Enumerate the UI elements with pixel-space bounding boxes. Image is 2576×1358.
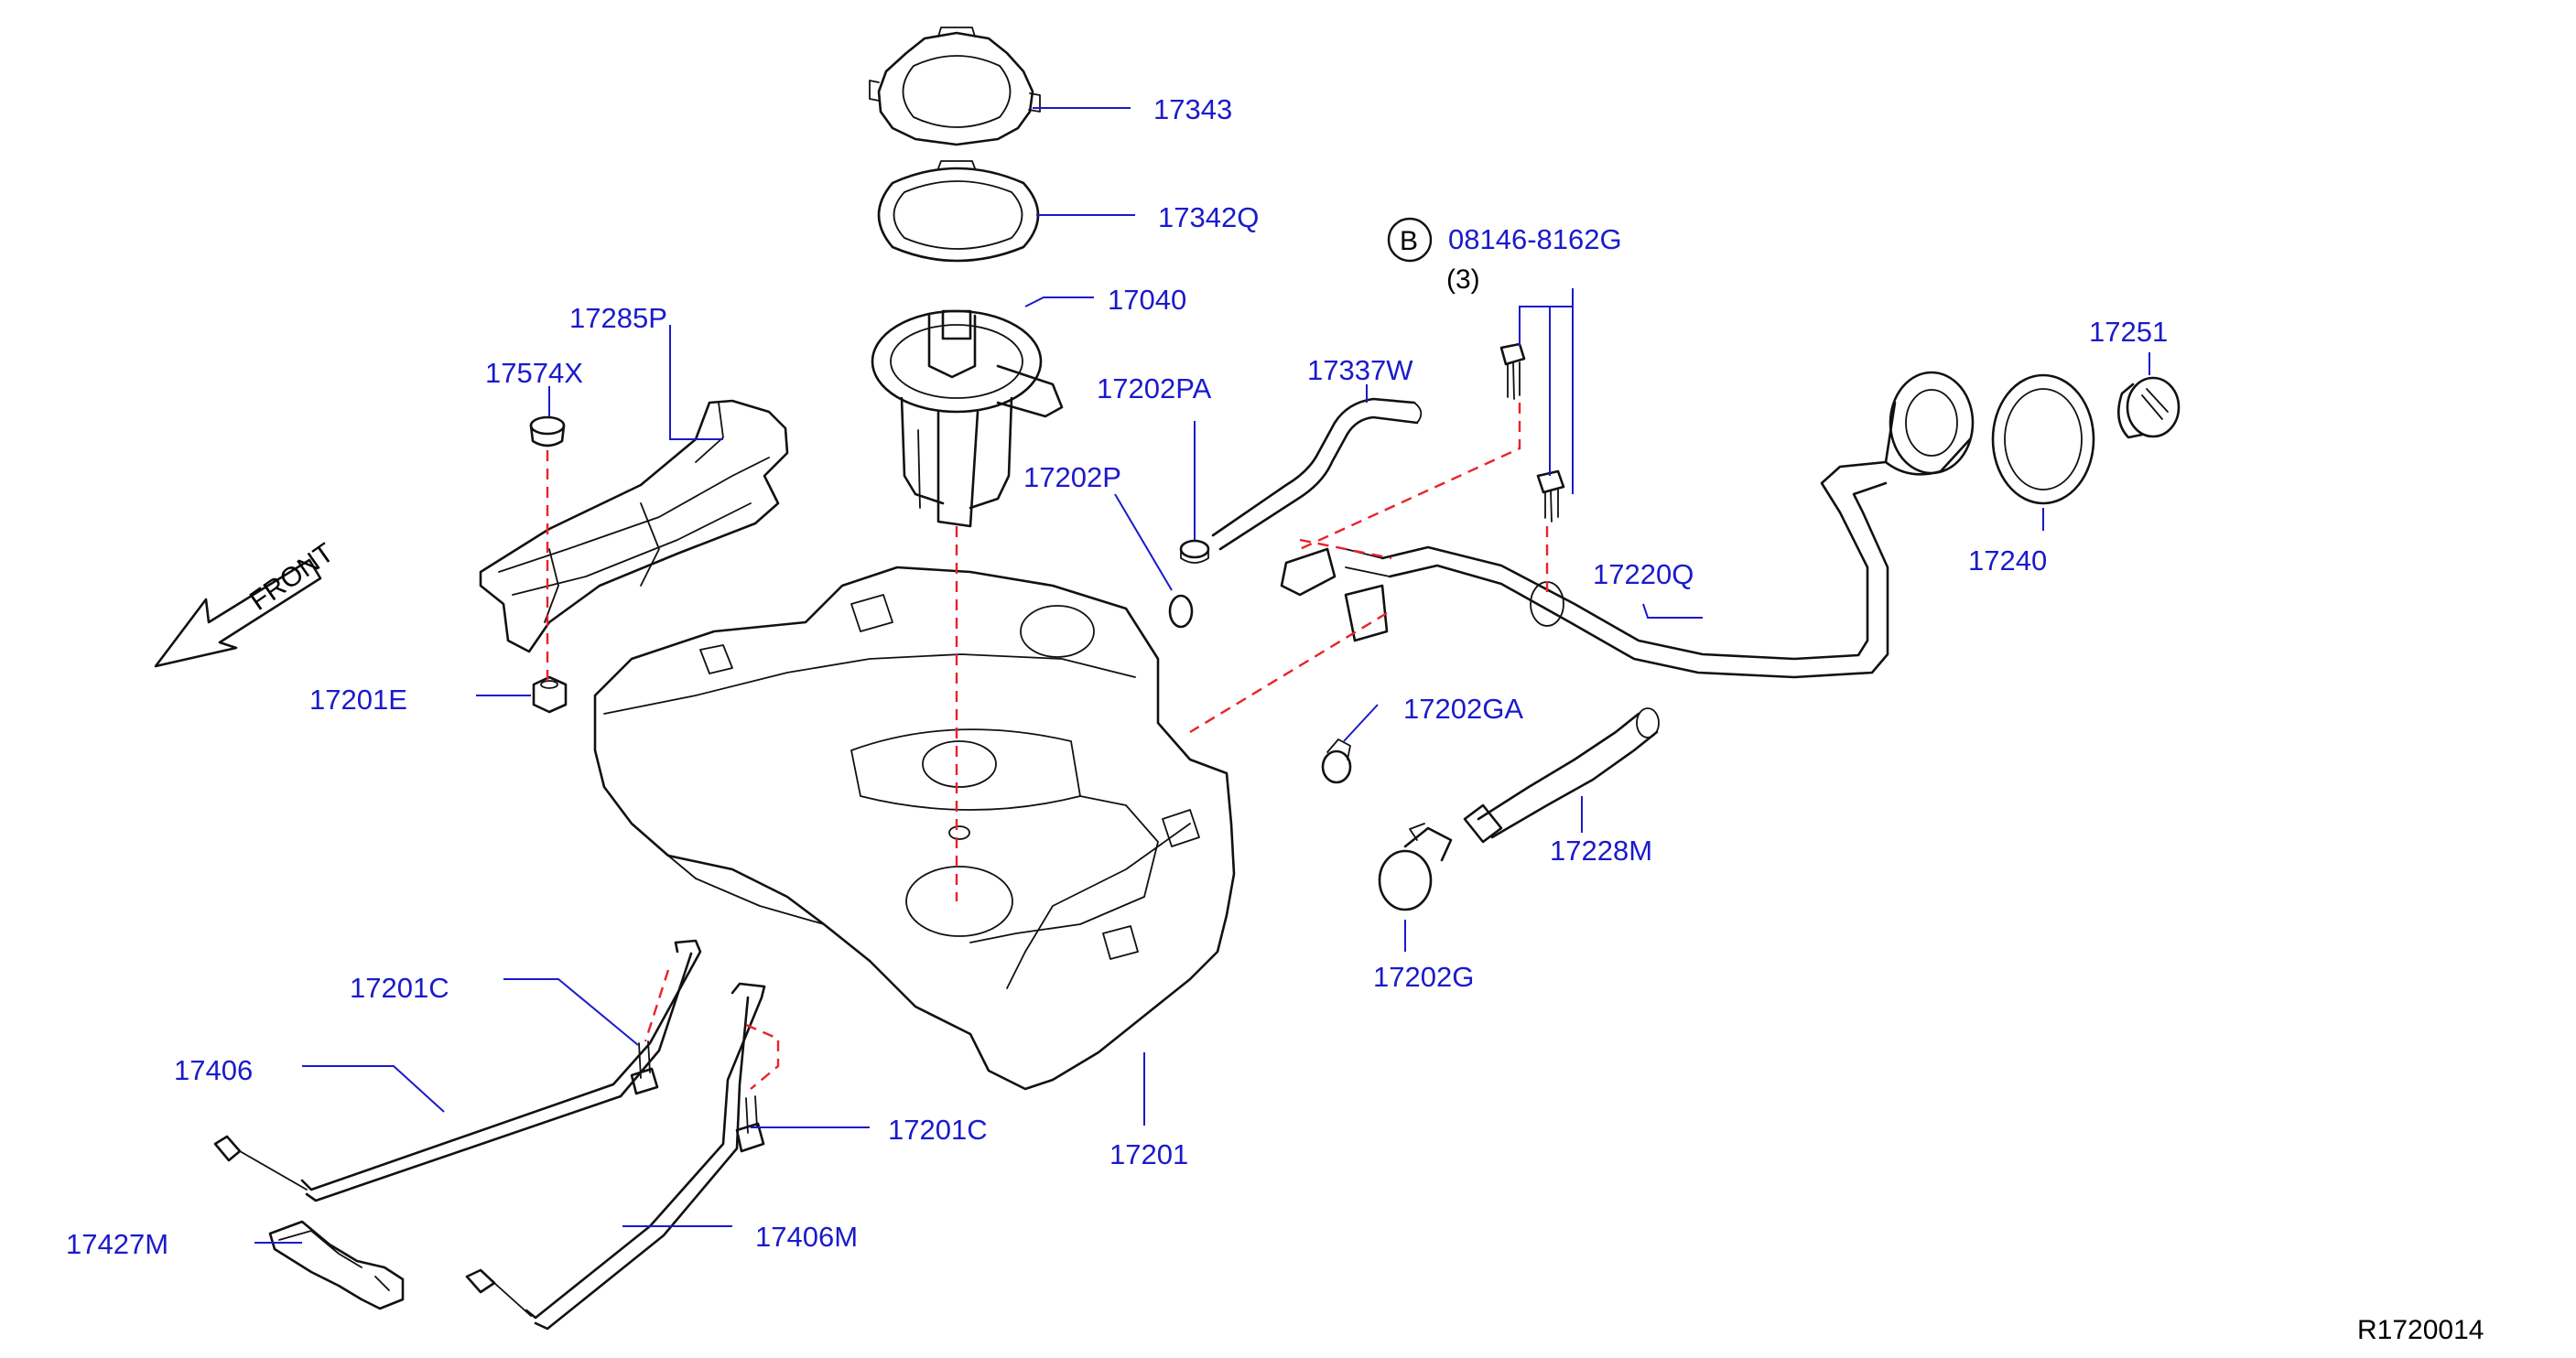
callout-leaders <box>254 107 2150 1244</box>
callout-17202ga: 17202GA <box>1403 693 1523 725</box>
bolt-part <box>1536 469 1565 523</box>
front-direction-label: FRONT <box>244 537 340 616</box>
front-arrow-icon <box>154 558 322 668</box>
callout-17342q: 17342Q <box>1158 201 1259 233</box>
vent-hose-part <box>1211 397 1423 551</box>
diagram-reference-id: R1720014 <box>2357 1315 2484 1345</box>
filler-hose-part <box>1463 707 1660 844</box>
callout-17202pa: 17202PA <box>1097 372 1212 404</box>
nut-part <box>532 675 568 714</box>
bolt-part <box>1499 342 1526 400</box>
callout-17337w: 17337W <box>1307 354 1413 386</box>
callout-17202g: 17202G <box>1373 961 1474 993</box>
callout-17202p: 17202P <box>1023 461 1121 493</box>
bolt-spec-quantity: (3) <box>1446 264 1480 295</box>
callout-17228m: 17228M <box>1550 835 1652 867</box>
callout-17040: 17040 <box>1108 284 1186 316</box>
callout-17406m: 17406M <box>755 1221 858 1253</box>
callout-17201: 17201 <box>1109 1138 1188 1170</box>
strap-bolt-part <box>630 1040 659 1095</box>
filler-gasket-part <box>1991 373 2095 505</box>
callout-17427m: 17427M <box>66 1228 168 1260</box>
fuel-tank-part <box>593 566 1236 1091</box>
bolt-spec-part-number: 08146-8162G <box>1448 223 1622 255</box>
bolt-spec-circle-icon <box>1387 217 1433 263</box>
hose-clip-part <box>1378 823 1453 911</box>
hose-clamp-part <box>1179 539 1210 564</box>
filler-tube-part <box>1280 371 1975 679</box>
callout-17574x: 17574X <box>485 357 583 389</box>
o-ring-part <box>1168 594 1194 629</box>
seal-ring-part <box>877 160 1040 263</box>
tank-strap-part <box>465 982 766 1331</box>
small-clamp-part <box>1321 738 1352 784</box>
callout-17285p: 17285P <box>569 302 667 334</box>
fuel-cap-part <box>2116 376 2181 439</box>
callout-17240: 17240 <box>1968 544 2047 577</box>
heat-insulator-part <box>479 399 789 653</box>
callout-17406: 17406 <box>174 1054 253 1086</box>
callout-17220q: 17220Q <box>1593 558 1694 590</box>
grommet-cap-part <box>529 415 566 447</box>
lock-ring-part <box>869 27 1041 146</box>
callout-17201c-right: 17201C <box>888 1114 988 1146</box>
fuel-pump-module-part <box>871 309 1064 528</box>
tank-strap-part <box>213 939 702 1202</box>
strap-bolt-part <box>735 1095 765 1153</box>
callout-17343: 17343 <box>1153 93 1232 125</box>
strap-bracket-part <box>268 1220 405 1310</box>
bolt-spec-letter: B <box>1400 226 1418 256</box>
assembly-guide-lines <box>546 403 1549 1090</box>
callout-17251: 17251 <box>2089 316 2168 348</box>
callout-17201c-left: 17201C <box>350 972 449 1004</box>
callout-17201e: 17201E <box>309 684 407 716</box>
